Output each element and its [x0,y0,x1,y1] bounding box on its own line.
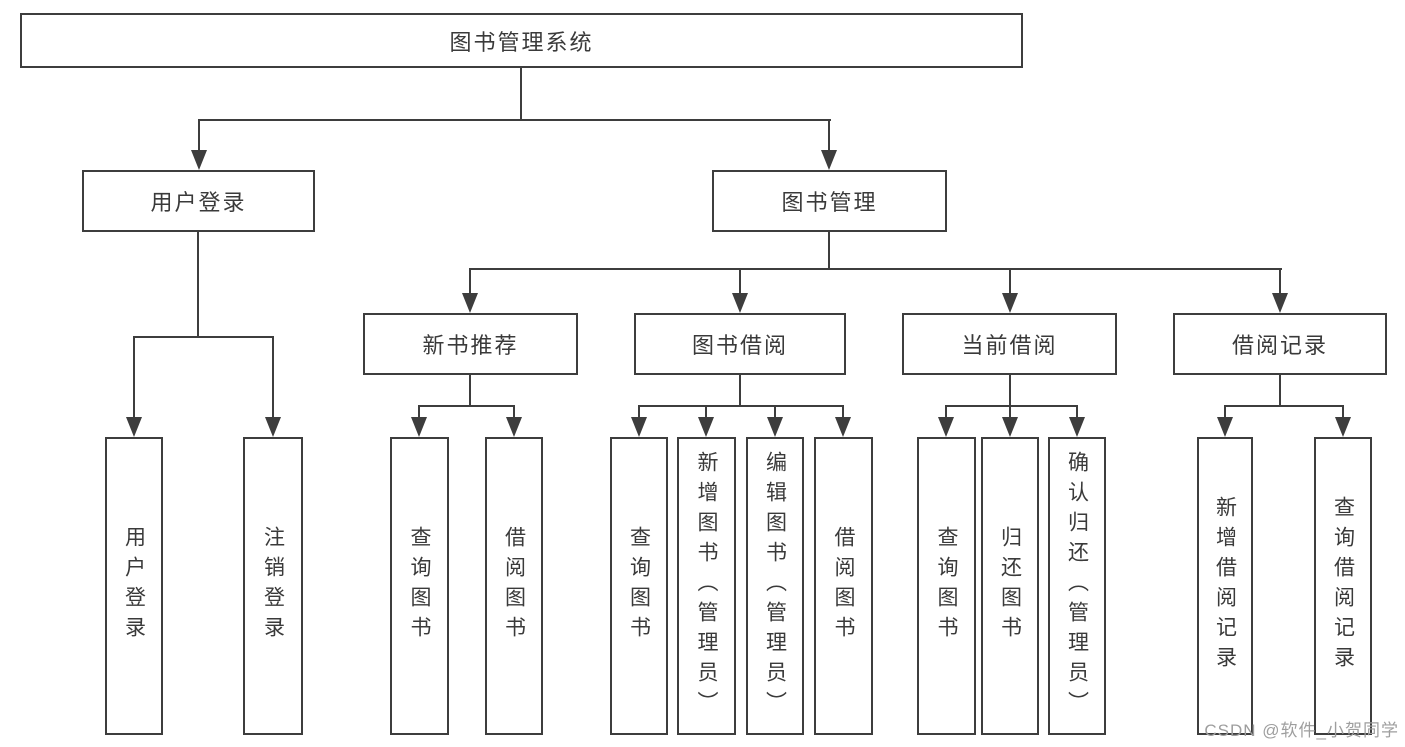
leaf-return-book-label: 归还图书 [998,526,1022,646]
node-current-borrow: 当前借阅 [902,313,1117,375]
leaf-newbook-query-label: 查询图书 [408,526,431,646]
node-new-book-recommend-label: 新书推荐 [422,333,519,358]
connector-bookmgmt-drop3 [1009,268,1011,295]
connector-userlogin-drop1 [133,336,135,419]
arrowhead-borrow-leaf3 [767,417,783,437]
leaf-return-book: 归还图书 [981,437,1039,735]
leaf-borrow-book-label: 借阅图书 [832,526,855,646]
node-new-book-recommend: 新书推荐 [363,313,578,375]
connector-userlogin-drop2 [272,336,274,419]
arrowhead-current-leaf2 [1002,417,1018,437]
arrowhead-borrow-leaf4 [835,417,851,437]
arrowhead-newbook-leaf2 [506,417,522,437]
connector-newbook-stem [469,375,471,407]
leaf-record-query: 查询借阅记录 [1314,437,1372,735]
connector-root-hbar [198,119,831,121]
arrowhead-logout-leaf [265,417,281,437]
connector-borrow-drop4 [842,405,844,419]
node-user-login: 用户登录 [82,170,315,232]
leaf-borrow-edit-admin-label: 编辑图书（管理员） [763,451,787,721]
csdn-watermark: CSDN @软件_小贺同学 [1204,721,1399,740]
connector-bookmgmt-drop2 [739,268,741,295]
connector-current-stem [1009,375,1011,407]
arrowhead-current-borrow [1002,293,1018,313]
connector-current-hbar [945,405,1078,407]
leaf-logout: 注销登录 [243,437,303,735]
leaf-borrow-add-admin: 新增图书（管理员） [677,437,736,735]
node-borrow-record-label: 借阅记录 [1231,333,1328,358]
connector-userlogin-hbar [133,336,274,338]
connector-bookmgmt-hbar [469,268,1282,270]
arrowhead-record-leaf1 [1217,417,1233,437]
connector-borrow-hbar [638,405,844,407]
node-current-borrow-label: 当前借阅 [961,333,1058,358]
leaf-confirm-return-admin: 确认归还（管理员） [1048,437,1106,735]
connector-record-drop1 [1224,405,1226,419]
node-root: 图书管理系统 [20,13,1023,68]
leaf-user-login: 用户登录 [105,437,163,735]
node-user-login-label: 用户登录 [150,190,247,215]
leaf-record-add: 新增借阅记录 [1197,437,1253,735]
arrowhead-current-leaf1 [938,417,954,437]
connector-newbook-drop2 [513,405,515,419]
connector-root-left-drop [198,119,200,154]
connector-bookmgmt-drop1 [469,268,471,295]
leaf-newbook-borrow: 借阅图书 [485,437,543,735]
node-book-management: 图书管理 [712,170,947,232]
arrowhead-new-book [462,293,478,313]
arrowhead-newbook-leaf1 [411,417,427,437]
leaf-borrow-query-label: 查询图书 [627,526,651,646]
connector-borrow-drop3 [774,405,776,419]
node-book-management-label: 图书管理 [781,190,878,215]
leaf-logout-label: 注销登录 [261,526,285,646]
arrowhead-book-management [821,150,837,170]
connector-bookmgmt-stem [828,232,830,270]
connector-root-right-drop [828,119,830,154]
leaf-borrow-query: 查询图书 [610,437,668,735]
leaf-user-login-label: 用户登录 [122,526,146,646]
arrowhead-borrow-leaf2 [698,417,714,437]
leaf-borrow-book: 借阅图书 [814,437,873,735]
node-book-borrow: 图书借阅 [634,313,846,375]
connector-borrow-stem [739,375,741,407]
leaf-newbook-borrow-label: 借阅图书 [502,526,526,646]
leaf-record-query-label: 查询借阅记录 [1331,496,1355,676]
arrowhead-borrow-leaf1 [631,417,647,437]
leaf-confirm-return-admin-label: 确认归还（管理员） [1065,451,1089,721]
leaf-record-add-label: 新增借阅记录 [1213,496,1237,676]
arrowhead-current-leaf3 [1069,417,1085,437]
connector-newbook-drop1 [418,405,420,419]
leaf-current-query: 查询图书 [917,437,976,735]
arrowhead-borrow-record [1272,293,1288,313]
node-root-label: 图书管理系统 [449,29,594,55]
leaf-borrow-edit-admin: 编辑图书（管理员） [746,437,804,735]
connector-borrow-drop2 [705,405,707,419]
connector-record-hbar [1224,405,1344,407]
node-book-borrow-label: 图书借阅 [691,333,788,358]
connector-root-stem [520,68,522,120]
connector-record-stem [1279,375,1281,407]
connector-record-drop2 [1342,405,1344,419]
connector-newbook-hbar [418,405,515,407]
leaf-newbook-query: 查询图书 [390,437,449,735]
connector-bookmgmt-drop4 [1279,268,1281,295]
leaf-current-query-label: 查询图书 [935,526,958,646]
connector-current-drop2 [1009,405,1011,419]
arrowhead-login-leaf [126,417,142,437]
connector-userlogin-stem [197,232,199,338]
arrowhead-record-leaf2 [1335,417,1351,437]
connector-current-drop3 [1076,405,1078,419]
arrowhead-book-borrow [732,293,748,313]
connector-borrow-drop1 [638,405,640,419]
connector-current-drop1 [945,405,947,419]
node-borrow-record: 借阅记录 [1173,313,1387,375]
arrowhead-user-login [191,150,207,170]
leaf-borrow-add-admin-label: 新增图书（管理员） [695,451,718,721]
